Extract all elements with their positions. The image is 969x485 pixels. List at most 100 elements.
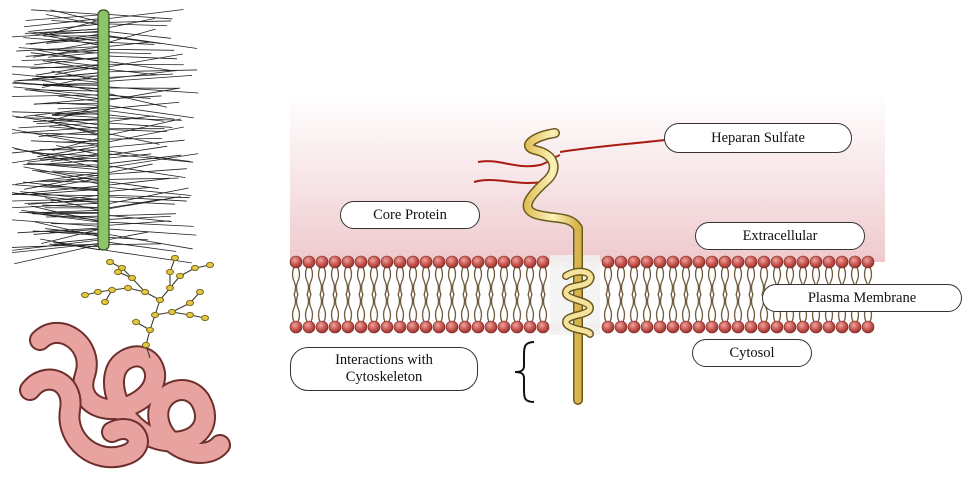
bristle: [12, 116, 100, 129]
lipid-tail: [397, 294, 400, 322]
bristle: [106, 155, 181, 164]
lipid-head: [342, 321, 354, 333]
bristle: [44, 32, 100, 33]
bristle: [39, 150, 100, 151]
bristle: [46, 135, 100, 141]
lipid-tail: [696, 294, 699, 322]
lipid-head: [771, 321, 783, 333]
lipid-head: [537, 321, 549, 333]
lipid-head: [823, 256, 835, 268]
lipid-tail: [739, 267, 742, 295]
lipid-tail: [739, 294, 742, 322]
bristle: [106, 234, 193, 249]
lipid-tail: [436, 294, 439, 322]
lipid-tail: [722, 267, 725, 295]
lipid-tail: [752, 267, 755, 295]
bristle: [106, 56, 177, 59]
lipid-head: [472, 256, 484, 268]
bristle: [106, 31, 171, 38]
lipid-tail: [505, 267, 508, 295]
lipid-tail: [631, 294, 634, 322]
lipid-head: [654, 321, 666, 333]
lipid-tail: [605, 294, 608, 322]
bristle: [106, 214, 176, 216]
lipid-tail: [518, 294, 521, 322]
lipid-tail: [648, 267, 651, 295]
lipid-tail: [297, 267, 300, 295]
lipid-tail: [427, 267, 430, 295]
lipid-tail: [384, 267, 387, 295]
bristle: [32, 170, 100, 176]
lipid-tail: [696, 267, 699, 295]
lipid-tail: [358, 267, 361, 295]
lipid-tail: [700, 294, 703, 322]
lipid-tail: [401, 267, 404, 295]
lipid-tail: [709, 294, 712, 322]
bristle: [106, 129, 167, 131]
bristle: [106, 229, 196, 235]
lipid-tail: [622, 267, 625, 295]
lipid-head: [290, 256, 302, 268]
lipid-head: [459, 256, 471, 268]
lipid-tail: [735, 267, 738, 295]
lipid-tail: [609, 267, 612, 295]
lipid-head: [784, 321, 796, 333]
lipid-tail: [713, 267, 716, 295]
lipid-head: [459, 321, 471, 333]
lipid-head: [628, 321, 640, 333]
lipid-tail: [544, 267, 547, 295]
bristle: [106, 35, 197, 48]
lipid-tail: [319, 267, 322, 295]
lipid-head: [680, 321, 692, 333]
bristle: [106, 54, 183, 67]
lipid-tail: [336, 294, 339, 322]
bristle: [106, 96, 161, 99]
lipid-head: [641, 256, 653, 268]
lipid-head: [745, 256, 757, 268]
lipid-head: [706, 321, 718, 333]
lipid-tail: [323, 267, 326, 295]
lipid-head: [862, 321, 874, 333]
lipid-tail: [527, 267, 530, 295]
lipid-tail: [518, 267, 521, 295]
label-extracellular: Extracellular: [695, 222, 865, 250]
lipid-tail: [345, 294, 348, 322]
lipid-tail: [423, 294, 426, 322]
lipid-head: [511, 256, 523, 268]
lipid-tail: [752, 294, 755, 322]
bristle: [12, 193, 100, 203]
lipid-head: [394, 321, 406, 333]
lipid-head: [797, 256, 809, 268]
lipid-tail: [462, 267, 465, 295]
lipid-head: [368, 321, 380, 333]
lipid-head: [745, 321, 757, 333]
lipid-tail: [648, 294, 651, 322]
lipid-head: [758, 321, 770, 333]
lipid-tail: [410, 294, 413, 322]
lipid-tail: [514, 267, 517, 295]
lipid-head: [329, 256, 341, 268]
lipid-tail: [505, 294, 508, 322]
lipid-tail: [635, 294, 638, 322]
lipid-head: [862, 256, 874, 268]
lipid-tail: [440, 267, 443, 295]
lipid-head: [498, 256, 510, 268]
bristle: [106, 118, 182, 121]
label-cytosol: Cytosol: [692, 339, 812, 367]
lipid-tail: [466, 294, 469, 322]
lipid-tail: [449, 267, 452, 295]
lipid-tail: [371, 294, 374, 322]
bristle: [106, 18, 155, 28]
bristle: [106, 250, 192, 263]
lipid-tail: [687, 294, 690, 322]
lipid-tail: [748, 294, 751, 322]
lipid-tail: [687, 267, 690, 295]
lipid-tail: [501, 294, 504, 322]
lipid-tail: [375, 267, 378, 295]
lipid-head: [693, 321, 705, 333]
bristle: [106, 199, 162, 208]
lipid-tail: [362, 294, 365, 322]
lipid-tail: [622, 294, 625, 322]
lipid-tail: [492, 294, 495, 322]
